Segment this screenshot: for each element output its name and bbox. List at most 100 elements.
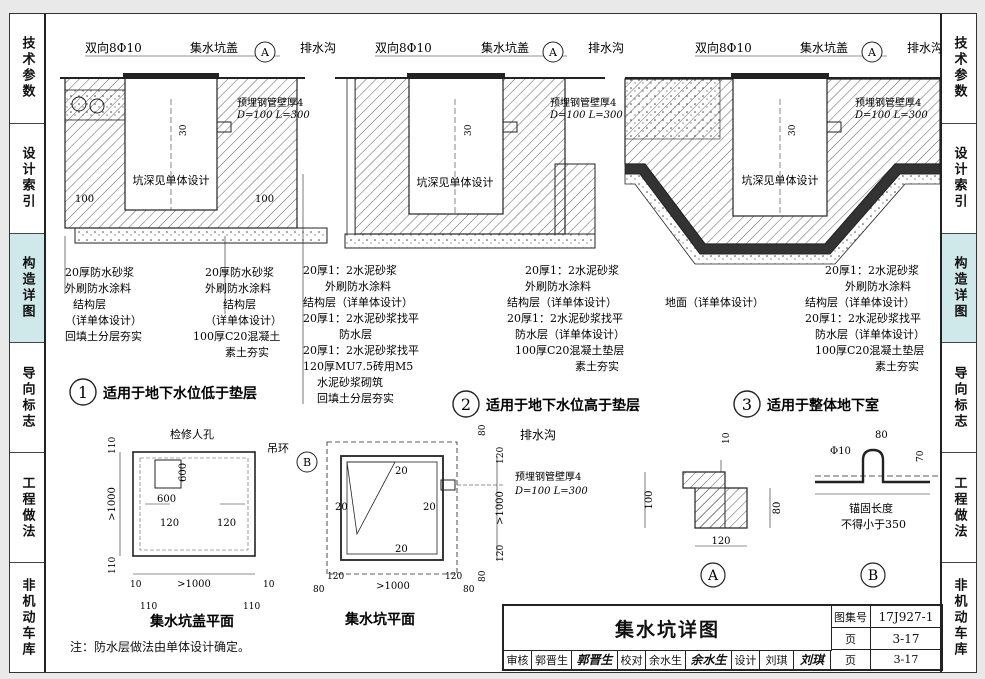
s2-left-label: 20厚1：2水泥砂浆找平 xyxy=(303,343,419,357)
s1-left-label: （详单体设计） xyxy=(65,313,142,327)
s2-right-label: 结构层（详单体设计） xyxy=(507,295,617,309)
cover-dim-10-left: 10 xyxy=(130,580,142,590)
s2-left-label: 水泥砂浆砌筑 xyxy=(317,375,383,389)
designer-signature: 刘琪 xyxy=(794,650,831,669)
pit-pipe-line2: D=100 L=300 xyxy=(514,486,588,497)
s2-left-label: 20厚1：2水泥砂浆 xyxy=(303,263,397,277)
right-tab-guide-signs[interactable]: 导向标志 xyxy=(942,343,976,454)
detail-b-phi: Φ10 xyxy=(830,446,851,457)
pit-plan-drawing xyxy=(326,441,505,575)
detail-a-drawing xyxy=(644,460,771,547)
s3-right-label: 20厚1：2水泥砂浆 xyxy=(825,263,919,277)
s1-left-label: 回填土分层夯实 xyxy=(65,329,142,343)
s3-pipe-line1: 预埋钢管壁厚4 xyxy=(855,96,921,109)
detail-a-dim-100: 100 xyxy=(644,490,655,509)
s2-left-label: 回填土分层夯实 xyxy=(317,391,394,405)
s2-left-label: 120厚MU7.5砖用M5 xyxy=(303,359,413,373)
s2-ref-a: A xyxy=(548,46,558,59)
checker-signature: 余水生 xyxy=(686,650,732,669)
section-2-right-labels: 20厚1：2水泥砂浆 外刷防水涂料 结构层（详单体设计） 20厚1：2水泥砂浆找… xyxy=(507,263,625,373)
left-tab-bicycle-garage[interactable]: 非机动车库 xyxy=(10,563,44,672)
s3-right-label: 素土夯实 xyxy=(875,359,919,373)
s1-number-circle xyxy=(69,378,97,406)
s2-pipe-line2: D=100 L=300 xyxy=(549,110,623,121)
left-tab-guide-signs[interactable]: 导向标志 xyxy=(10,343,44,454)
right-tab-bar: 技术参数 设计索引 构造详图 导向标志 工程做法 非机动车库 xyxy=(940,14,976,672)
pit-pipe-line1: 预埋钢管壁厚4 xyxy=(515,470,581,483)
cover-manhole-label: 检修人孔 xyxy=(170,427,214,441)
right-tab-design-index[interactable]: 设计索引 xyxy=(942,123,976,234)
atlas-no: 17J927-1 xyxy=(871,606,941,628)
section-3-drawing xyxy=(624,73,941,265)
detail-a-dim-80: 80 xyxy=(772,502,783,515)
review-label: 审核 xyxy=(504,650,532,669)
s3-number-circle xyxy=(733,390,761,418)
s2-pipe-line1: 预埋钢管壁厚4 xyxy=(550,96,616,109)
s1-pit-depth: 坑深见单体设计 xyxy=(133,173,210,187)
page-number-bottom: 3-17 xyxy=(893,653,919,666)
pit-plan-title: 集水坑平面 xyxy=(344,611,415,628)
right-tab-construction-details[interactable]: 构造详图 xyxy=(942,233,976,344)
page-label-bottom: 页 xyxy=(831,650,871,669)
right-tab-bicycle-garage[interactable]: 非机动车库 xyxy=(942,563,976,672)
page-label: 页 xyxy=(831,628,871,650)
s1-right-label: 素土夯实 xyxy=(225,345,269,359)
cover-dim-110-left: 110 xyxy=(140,602,157,612)
s3-right-label: 结构层（详单体设计） xyxy=(805,295,915,309)
detail-b-dim-80: 80 xyxy=(875,430,888,441)
pit-dim-20-top: 20 xyxy=(395,466,408,477)
s2-left-label: 外刷防水涂料 xyxy=(325,279,391,293)
s2-left-label: 20厚1：2水泥砂浆找平 xyxy=(303,311,419,325)
s2-pit-depth: 坑深见单体设计 xyxy=(417,175,494,189)
s1-right-label: （详单体设计） xyxy=(205,313,282,327)
s2-right-label: 20厚1：2水泥砂浆找平 xyxy=(507,311,623,325)
detail-b-label: B xyxy=(868,568,878,584)
s1-right-label: 结构层 xyxy=(223,297,256,311)
detail-b-drawing xyxy=(815,448,940,495)
detail-b-dim-70: 70 xyxy=(916,450,926,462)
pit-dim-1000-v: >1000 xyxy=(495,491,506,525)
detail-b-anchor-2: 不得小于350 xyxy=(841,518,906,531)
reviewer-name: 郭晋生 xyxy=(532,650,572,669)
s1-ref-a: A xyxy=(260,46,270,59)
s3-cover-label: 集水坑盖 xyxy=(800,40,848,55)
detail-a-dim-10: 10 xyxy=(722,432,732,444)
pit-dim-80-top: 80 xyxy=(478,424,488,436)
left-tab-tech-params[interactable]: 技术参数 xyxy=(10,14,44,124)
drawing-note: 注：防水层做法由单体设计确定。 xyxy=(70,640,251,654)
s1-number: 1 xyxy=(78,383,88,402)
pit-dim-1000-h: >1000 xyxy=(376,581,410,592)
right-tab-tech-params[interactable]: 技术参数 xyxy=(942,14,976,124)
cover-dim-110-top: 110 xyxy=(108,437,118,454)
cover-dim-600a: 600 xyxy=(178,463,189,482)
cover-dim-120a: 120 xyxy=(160,518,179,529)
pit-dim-120-right: 120 xyxy=(445,572,462,582)
section-1-left-labels: 20厚防水砂浆 外刷防水涂料 结构层 （详单体设计） 回填土分层夯实 xyxy=(65,265,142,343)
cover-ring-label: 吊环 xyxy=(267,442,289,455)
drawing-title: 集水坑详图 xyxy=(504,606,832,651)
pit-dim-120-top: 120 xyxy=(496,447,506,464)
section-2-drawing xyxy=(302,73,605,404)
pit-dim-20-bottom: 20 xyxy=(395,544,408,555)
s3-caption: 适用于整体地下室 xyxy=(767,397,879,414)
s1-right-label: 外刷防水涂料 xyxy=(205,281,271,295)
s2-left-label: 结构层（详单体设计） xyxy=(303,295,413,309)
s3-right-label: 20厚1：2水泥砂浆找平 xyxy=(805,311,921,325)
s3-number: 3 xyxy=(742,395,752,414)
s1-cover-label: 集水坑盖 xyxy=(190,40,238,55)
check-label: 校对 xyxy=(618,650,646,669)
left-tab-design-index[interactable]: 设计索引 xyxy=(10,123,44,234)
s1-right-label: 100厚C20混凝土 xyxy=(193,329,280,343)
cover-dim-120b: 120 xyxy=(217,518,236,529)
cover-dim-1000-h: >1000 xyxy=(177,579,211,590)
right-tab-engineering-methods[interactable]: 工程做法 xyxy=(942,453,976,564)
s3-pipe-line2: D=100 L=300 xyxy=(854,110,928,121)
detail-a-label: A xyxy=(707,568,719,584)
pit-dim-120-bottom: 120 xyxy=(496,545,506,562)
s3-ditch-label: 排水沟 xyxy=(907,41,941,55)
cover-dim-110-bottom: 110 xyxy=(108,557,118,574)
left-tab-construction-details[interactable]: 构造详图 xyxy=(10,233,44,344)
cover-ref-b: B xyxy=(303,456,311,469)
page-number: 3-17 xyxy=(871,628,941,650)
left-tab-engineering-methods[interactable]: 工程做法 xyxy=(10,453,44,564)
